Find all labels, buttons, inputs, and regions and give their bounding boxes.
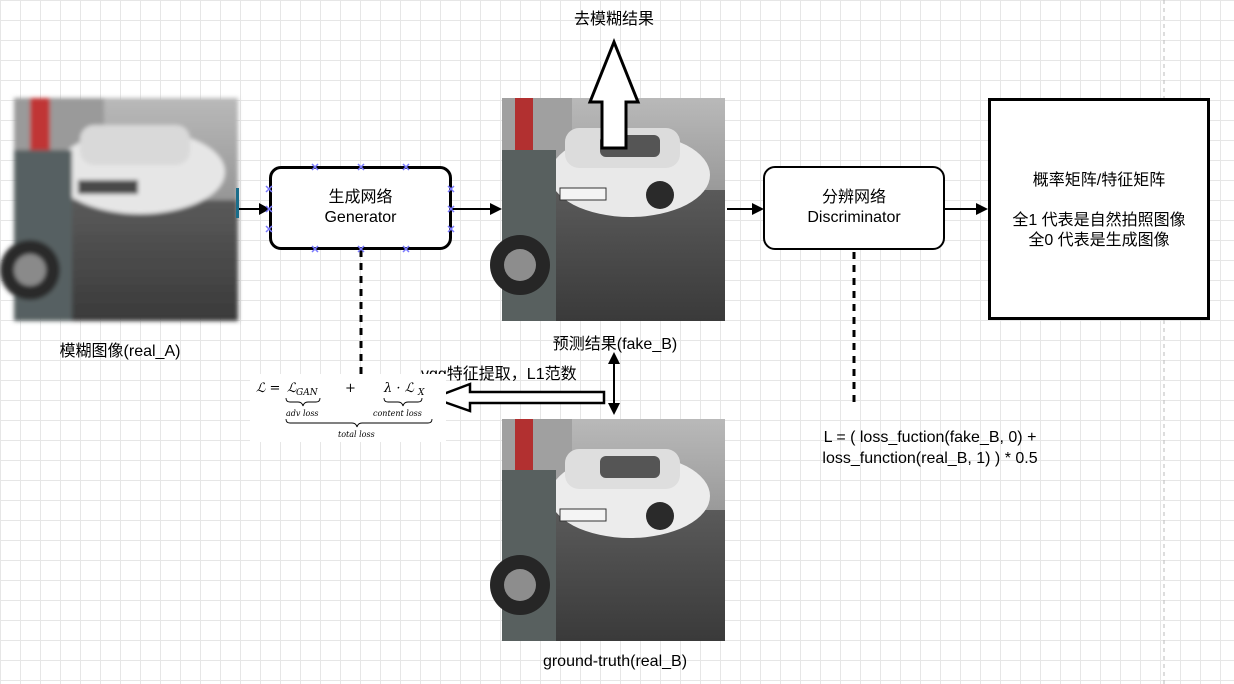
arrow-head [976,203,988,215]
photo-real-b [490,419,725,641]
matrix-line-2: 全0 代表是生成图像 [1028,232,1170,249]
content-loss-block-arrow [429,382,606,413]
handle [265,205,273,213]
formula-gan-sub: GAN [296,388,319,398]
handle [311,163,319,171]
total-brace [285,418,433,428]
generator-label-en: Generator [324,209,397,226]
arrow-head [752,203,764,215]
handle [265,185,273,193]
handle [447,225,455,233]
discriminator-label-en: Discriminator [807,209,901,226]
handle [402,163,410,171]
connector-tick [236,188,239,218]
handle [311,245,319,253]
discriminator-label-zh: 分辨网络 [821,189,886,206]
arrow-head [259,203,270,215]
handle [265,225,273,233]
deblur-result-block-arrow [587,37,641,150]
formula-total-label: total loss [338,430,375,439]
fake-b-caption: 预测结果(fake_B) [552,336,678,353]
matrix-title: 概率矩阵/特征矩阵 [1032,172,1166,189]
formula-lhs: ℒ = [256,381,280,396]
content-brace [383,397,423,407]
arrow-head [490,203,502,215]
adv-brace [285,397,321,407]
formula-content-term: λ · ℒ [383,381,415,396]
probability-matrix-box[interactable]: 概率矩阵/特征矩阵 全1 代表是自然拍照图像 全0 代表是生成图像 [988,98,1210,320]
formula-content-label: content loss [373,409,422,418]
arrow-head-down [608,403,620,415]
handle [357,163,365,171]
generator-handles [265,163,455,253]
photo-real-a [0,98,238,321]
d-loss-line-1: L = ( loss_fuction(fake_B, 0) + [823,429,1037,446]
deblur-result-label: 去模糊结果 [573,11,654,28]
real-a-caption: 模糊图像(real_A) [59,343,181,360]
arrow-head-up [608,352,620,364]
handle [447,185,455,193]
d-loss-line-2: loss_function(real_B, 1) ) * 0.5 [822,450,1038,467]
handle [402,245,410,253]
vgg-label: vgg特征提取，L1范数 [421,366,577,383]
real-b-caption: ground-truth(real_B) [542,653,688,670]
discriminator-loss-text: L = ( loss_fuction(fake_B, 0) + loss_fun… [790,427,1070,469]
total-loss-formula: ℒ = ℒ GAN + λ · ℒ X adv loss content los… [250,374,446,442]
formula-plus: + [345,381,356,396]
formula-adv-label: adv loss [286,409,319,418]
handle [447,205,455,213]
formula-gan-term: ℒ [287,381,297,396]
photo-fake-b [490,98,725,321]
handle [357,245,365,253]
discriminator-node[interactable]: 分辨网络 Discriminator [763,166,945,250]
generator-label-zh: 生成网络 [328,189,393,206]
formula-content-sub: X [417,388,425,398]
formula-svg: ℒ = ℒ GAN + λ · ℒ X adv loss content los… [256,381,433,439]
matrix-line-1: 全1 代表是自然拍照图像 [1012,212,1186,229]
